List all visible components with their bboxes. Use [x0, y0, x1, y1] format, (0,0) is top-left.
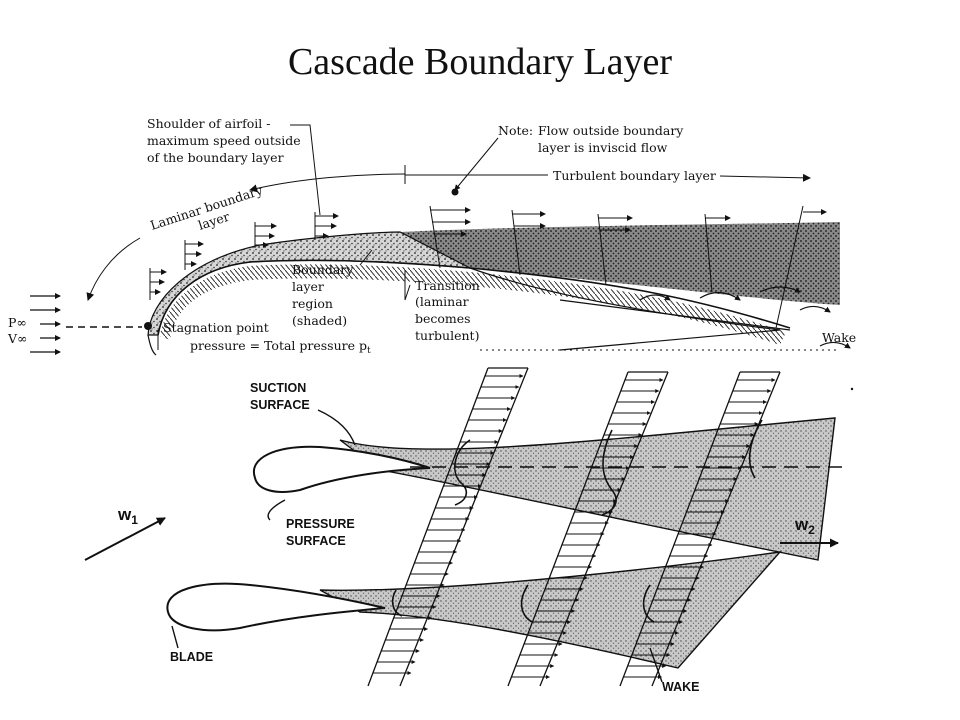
- lower-wake: [319, 551, 782, 669]
- pressure-surface-label-line1: PRESSURE: [286, 517, 355, 531]
- note-leader: [454, 137, 499, 191]
- surface-hatching: [160, 264, 786, 345]
- turbulent-label: Turbulent boundary layer: [553, 168, 716, 183]
- slide-title: Cascade Boundary Layer: [287, 41, 673, 83]
- region-label-line2: layer: [292, 279, 324, 294]
- w2-label: w2: [794, 515, 815, 537]
- upper-wake: [339, 417, 836, 561]
- stagnation-label: Stagnation point: [163, 320, 269, 335]
- blade-label: BLADE: [170, 650, 213, 664]
- airfoil-suction-surface: [157, 259, 791, 336]
- shoulder-leader: [290, 124, 321, 216]
- suction-label-line1: SUCTION: [250, 381, 306, 395]
- upper-blade: [252, 445, 431, 493]
- transition-label-line3: becomes: [415, 311, 471, 326]
- stagnation-point: [144, 322, 152, 330]
- freestream-arrows: [30, 293, 61, 355]
- profile-deficits: [391, 419, 763, 623]
- region-label-line1: Boundary: [292, 262, 354, 277]
- velocity-hatch-arrows: [372, 374, 776, 679]
- lower-blade: [166, 582, 386, 632]
- wake-eddies: [639, 286, 851, 349]
- label-leaders: [171, 409, 663, 683]
- wake-label-top: Wake: [822, 330, 856, 345]
- shoulder-label-line3: of the boundary layer: [147, 150, 284, 165]
- transition-label-line2: (laminar: [415, 294, 469, 309]
- turbulent-region: [400, 222, 840, 305]
- shoulder-label-line2: maximum speed outside: [147, 133, 301, 148]
- p-infinity-label: P∞: [8, 315, 27, 330]
- v-infinity-label: V∞: [7, 331, 27, 346]
- suction-label-line2: SURFACE: [250, 398, 310, 412]
- note-text-line2: layer is inviscid flow: [538, 140, 668, 155]
- transition-label-line1: Transition: [415, 278, 480, 293]
- shoulder-label-line1: Shoulder of airfoil -: [147, 116, 270, 131]
- inlet-flow-arrow: [84, 517, 166, 561]
- pressure-label: pressure = Total pressure pt: [190, 338, 371, 356]
- note-prefix: Note:: [498, 123, 533, 138]
- laminar-leader: [86, 237, 141, 301]
- region-span-arrow: [249, 173, 406, 193]
- wake-label-bottom: WAKE: [662, 680, 700, 694]
- velocity-profiles-laminar: [149, 212, 339, 300]
- velocity-profiles-turbulent: [429, 205, 827, 329]
- region-label-line3: region: [292, 296, 333, 311]
- note-text-line1: Flow outside boundary: [538, 123, 684, 138]
- region-label-line4: (shaded): [292, 313, 347, 328]
- transition-label-line4: turbulent): [415, 328, 479, 343]
- pressure-surface-label-line2: SURFACE: [286, 534, 346, 548]
- w1-label: w1: [117, 505, 138, 527]
